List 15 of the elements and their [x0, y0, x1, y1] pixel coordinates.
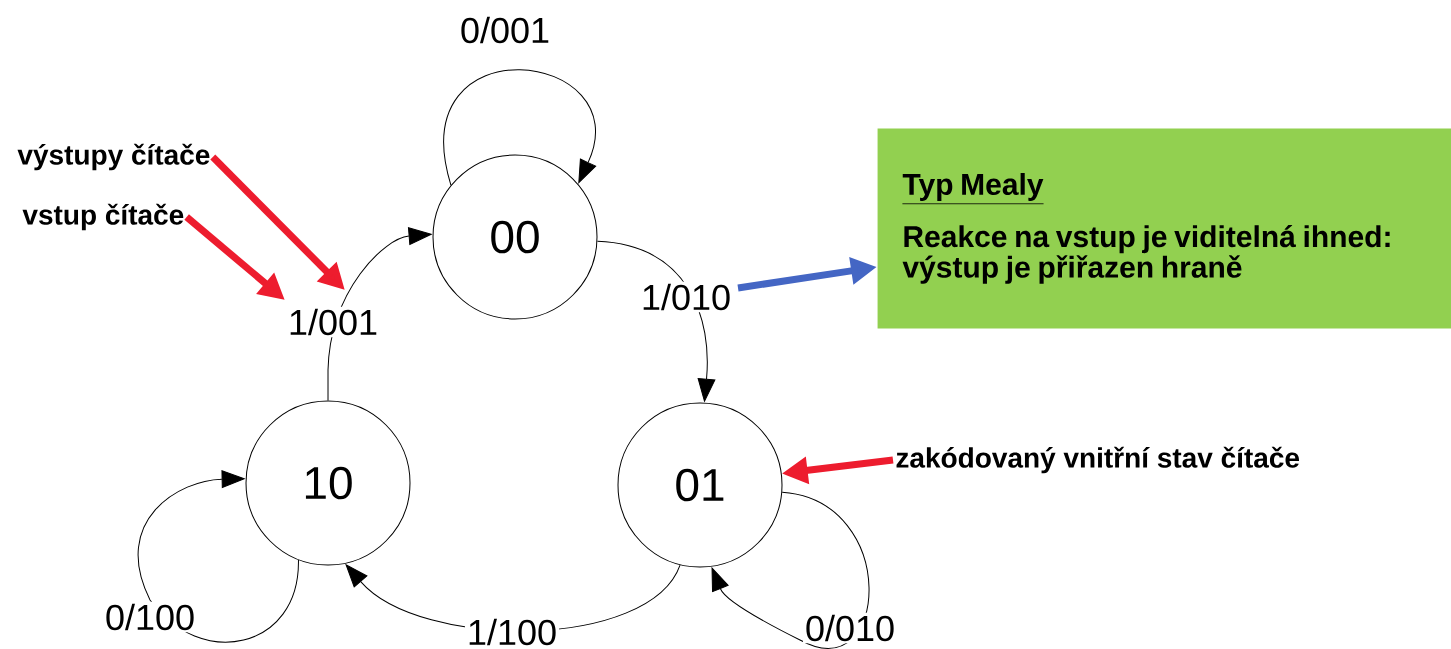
transition-arrow: [327, 227, 432, 401]
edge-label: 1/001: [285, 306, 381, 338]
annotation-text: výstupy čítače: [17, 143, 210, 171]
edge-label: 0/100: [102, 601, 198, 633]
annotation-text: vstup čítače: [22, 203, 184, 231]
edge-label: 1/010: [638, 281, 734, 313]
transition-arrow: [596, 240, 716, 402]
transition-arrow: [711, 491, 870, 649]
transition-arrow: [443, 69, 597, 186]
edge-label: 0/010: [802, 612, 898, 644]
annotation-text: zakódovaný vnitřní stav čítače: [896, 446, 1300, 474]
edge-label: 1/100: [464, 616, 560, 648]
transition-arrow: [138, 470, 299, 643]
note-box: Typ Mealy Reakce na vstup je viditelná ihned: výstup je přiřazen hraně: [877, 128, 1451, 329]
edge-label: 0/001: [457, 14, 553, 46]
